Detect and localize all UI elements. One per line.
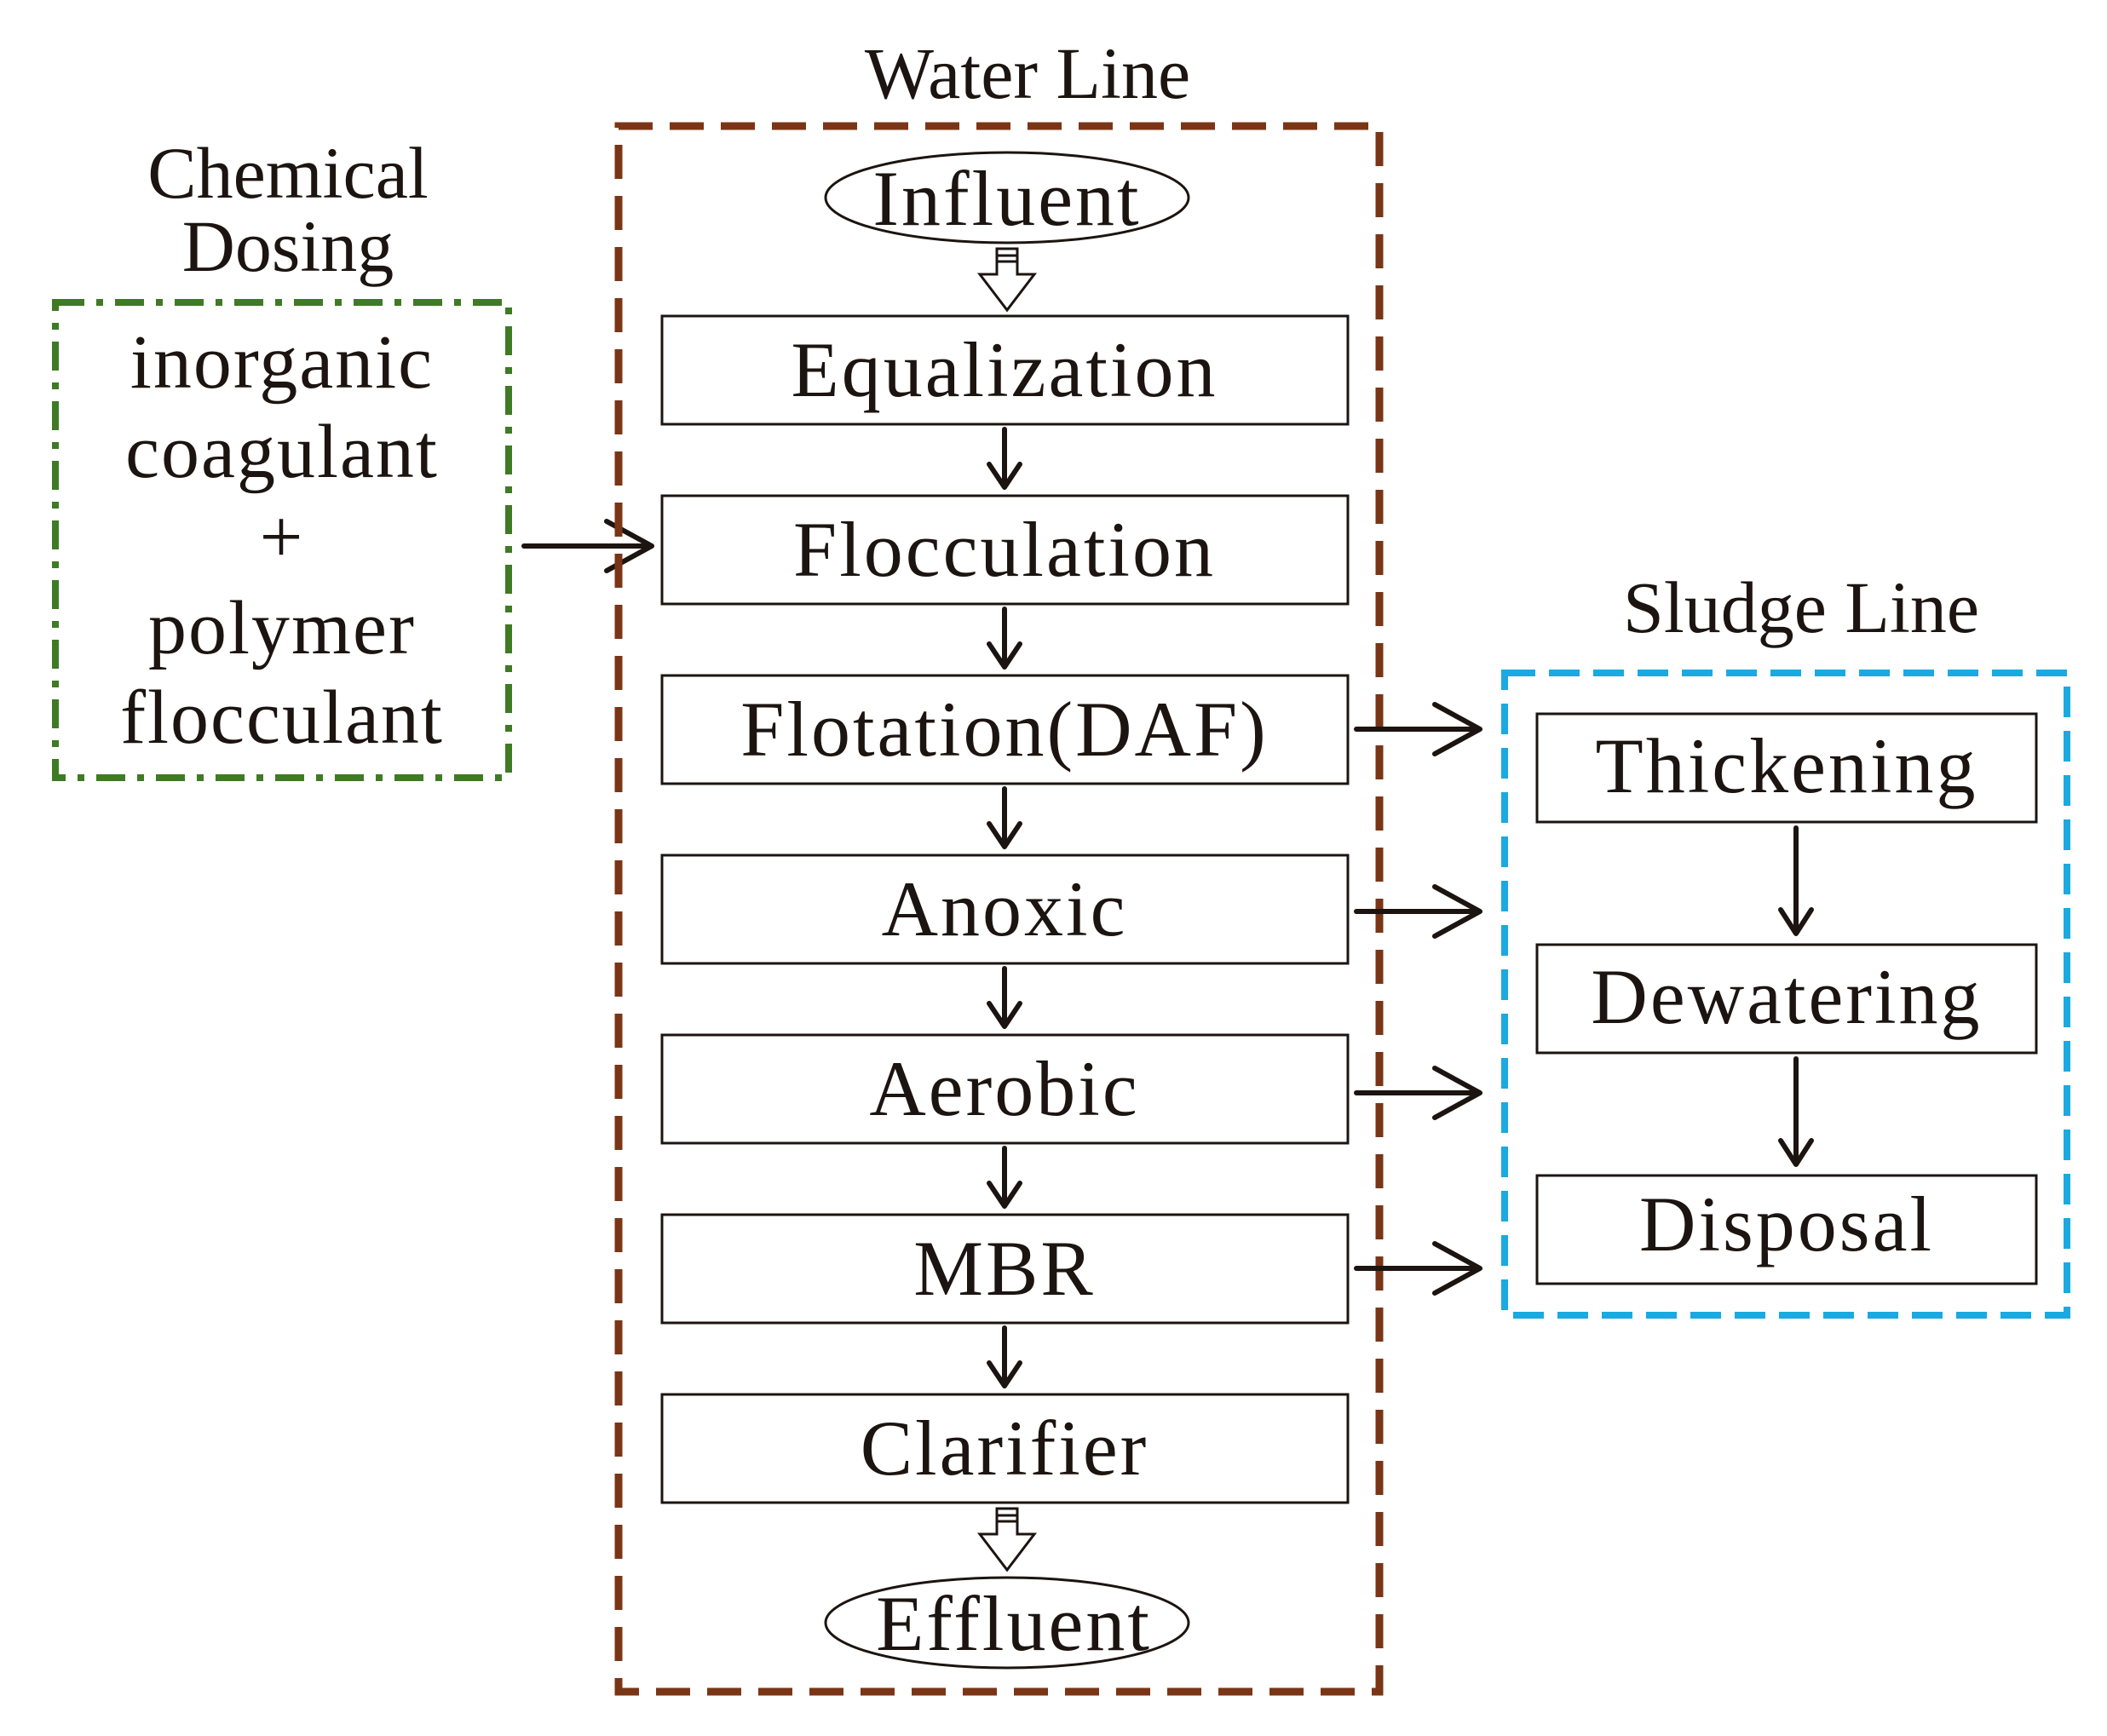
influent-hollow-arrow	[976, 247, 1038, 313]
step-anoxic-label: Anoxic	[882, 865, 1128, 952]
water-line-down-arrow	[987, 786, 1022, 849]
sludge-line-down-arrow	[1778, 825, 1814, 936]
step-flotation-daf: Flotation(DAF)	[660, 674, 1350, 785]
step-flotation-daf-label: Flotation(DAF)	[740, 686, 1269, 773]
step-dewatering: Dewatering	[1535, 943, 2038, 1055]
dosing-line-coagulant: coagulant	[125, 410, 439, 494]
step-equalization-label: Equalization	[792, 326, 1218, 413]
dosing-to-flocculation-arrow	[521, 519, 654, 573]
influent-label: Influent	[872, 155, 1141, 242]
water-line-title: Water Line	[865, 32, 1190, 114]
mbr-to-sludge-arrow	[1354, 1241, 1482, 1296]
chemical-dosing-frame	[52, 299, 512, 781]
step-aerobic-label: Aerobic	[869, 1045, 1139, 1132]
dosing-line-flocculant: flocculant	[120, 675, 444, 760]
water-line-down-arrow	[987, 427, 1022, 490]
water-line-down-arrow	[987, 1325, 1022, 1388]
step-thickening: Thickening	[1535, 712, 2038, 824]
influent-node: Influent	[824, 151, 1190, 244]
water-line-down-arrow	[987, 1146, 1022, 1209]
step-disposal: Disposal	[1535, 1174, 2038, 1285]
step-thickening-label: Thickening	[1596, 722, 1978, 809]
step-aerobic: Aerobic	[660, 1033, 1350, 1145]
dosing-line-inorganic: inorganic	[130, 320, 434, 405]
sludge-line-down-arrow	[1778, 1056, 1814, 1167]
aerobic-to-sludge-arrow	[1354, 1066, 1482, 1120]
sludge-line-title: Sludge Line	[1623, 566, 1979, 648]
chemical-dosing-title-line1: Chemical	[147, 132, 429, 214]
step-dewatering-label: Dewatering	[1591, 953, 1982, 1040]
water-line-down-arrow	[987, 966, 1022, 1029]
step-mbr-label: MBR	[913, 1225, 1096, 1312]
step-disposal-label: Disposal	[1639, 1181, 1934, 1268]
water-line-down-arrow	[987, 606, 1022, 670]
dosing-plus-sign: +	[260, 495, 305, 579]
effluent-node: Effluent	[824, 1576, 1190, 1670]
water-line-group: Water Line Influent Equalization Floccul…	[614, 32, 1384, 1696]
step-clarifier: Clarifier	[660, 1393, 1350, 1504]
chemical-dosing-title-line2: Dosing	[182, 205, 394, 287]
dosing-line-polymer: polymer	[148, 586, 416, 670]
flotation-to-sludge-arrow	[1354, 702, 1482, 756]
step-clarifier-label: Clarifier	[861, 1405, 1149, 1492]
step-flocculation: Flocculation	[660, 494, 1350, 606]
step-anoxic: Anoxic	[660, 854, 1350, 965]
effluent-label: Effluent	[876, 1580, 1152, 1667]
sludge-line-group: Sludge Line Thickening Dewatering Dispos…	[1501, 566, 2070, 1319]
step-equalization: Equalization	[660, 314, 1350, 426]
effluent-hollow-arrow	[976, 1507, 1038, 1572]
anoxic-to-sludge-arrow	[1354, 884, 1482, 939]
step-mbr: MBR	[660, 1213, 1350, 1325]
step-flocculation-label: Flocculation	[793, 506, 1216, 593]
chemical-dosing-group: Chemical Dosing inorganic coagulant + po…	[52, 132, 512, 781]
sludge-line-frame	[1501, 670, 2070, 1319]
